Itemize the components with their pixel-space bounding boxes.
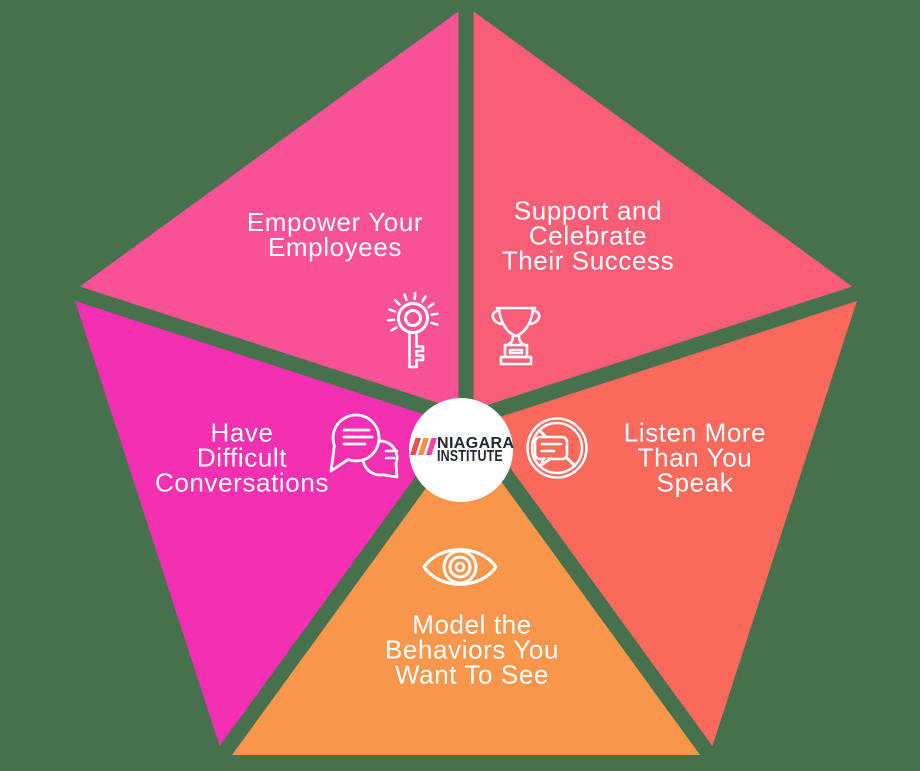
logo-word-niagara: NIAGARA [437,435,515,452]
segment-label-empower: Empower Your Employees [246,207,424,262]
segment-model [232,433,700,755]
segment-listen [478,301,857,746]
logo-stripe-pink [426,438,437,455]
label-line: Their Success [501,245,675,276]
eye-icon [422,548,498,586]
label-line: Speak [656,467,734,498]
label-line: Have [210,417,274,448]
key-icon [386,291,439,369]
logo-stripe-red [410,438,421,455]
logo-stripe-orange [418,438,429,455]
segment-label-listen: Listen More Than You Speak [623,417,767,498]
label-line: Difficult [196,442,288,473]
segment-converse [75,301,454,746]
label-line: Support and [513,195,663,226]
label-line: Want To See [394,659,550,690]
no-talking-icon [526,417,588,479]
label-line: Behaviors You [384,634,560,665]
segment-support [473,11,853,410]
trophy-icon [491,306,541,366]
segment-label-converse: Have Difficult Conversations [155,417,329,498]
conversation-icon [329,413,399,479]
label-line: Conversations [155,467,329,498]
label-line: Model the [412,609,532,640]
label-line: Empower Your [246,207,424,237]
label-line: Than You [637,442,753,473]
segment-label-support: Support and Celebrate Their Success [501,195,675,276]
logo-stripes [410,438,437,455]
segment-empower [79,11,459,410]
logo-word-institute: INSTITUTE [437,448,503,465]
label-line: Celebrate [528,220,648,251]
label-line: Employees [267,232,403,262]
label-line: Listen More [623,417,767,448]
segment-label-model: Model the Behaviors You Want To See [384,609,560,690]
center-circle [409,398,513,502]
niagara-institute-logo: NIAGARA INSTITUTE [437,435,521,465]
